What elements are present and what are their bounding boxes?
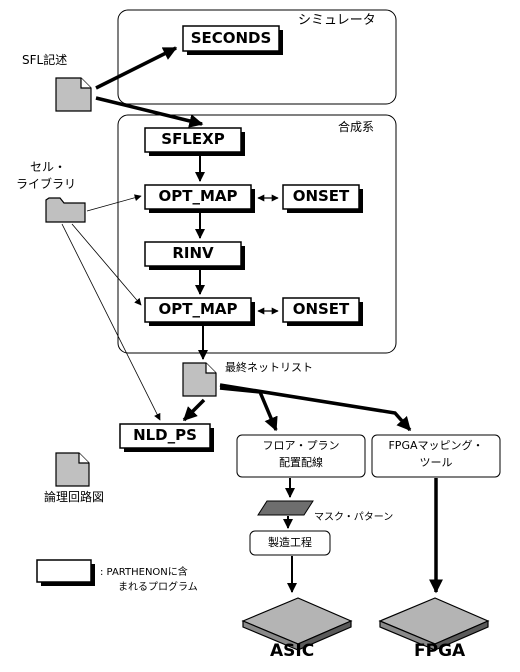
- seconds-box: [182, 25, 280, 52]
- logic-circuit-document-icon: [55, 452, 90, 487]
- fpga-mapping-label-line1: FPGAマッピング・: [388, 439, 484, 452]
- onset-1-box: [282, 184, 360, 210]
- asic-chip-icon: [241, 597, 353, 651]
- logic-circuit-label: 論理回路図: [44, 490, 105, 504]
- synthesis-group-frame: [117, 114, 397, 354]
- netlist-to-fpga-mapping-arrow: [219, 383, 412, 432]
- opt-map-1-label: OPT_MAP: [158, 187, 238, 205]
- sflexp-label: SFLEXP: [161, 130, 225, 148]
- asic-label: ASIC: [270, 641, 315, 661]
- cell-library-folder-icon: [45, 197, 86, 223]
- fpga-label: FPGA: [414, 641, 466, 661]
- final-netlist-label: 最終ネットリスト: [225, 361, 313, 374]
- library-to-nld-ps-arrow: [61, 223, 161, 421]
- legend-text-line1: : PARTHENONに含: [100, 567, 188, 578]
- floorplan-label-line1: フロア・プラン: [262, 439, 340, 452]
- cell-library-label-line1: セル・: [30, 160, 67, 174]
- fpga-mapping-box: [371, 434, 501, 478]
- netlist-document-icon: [182, 362, 217, 397]
- fpga-chip-icon: [378, 597, 490, 651]
- cell-library-label-line2: ライブラリ: [16, 177, 77, 191]
- sflexp-box: [144, 127, 242, 153]
- sfl-to-sflexp-arrow: [95, 96, 204, 128]
- synthesis-group-label: 合成系: [338, 120, 375, 134]
- manufacturing-box: [249, 530, 331, 556]
- opt-map-2-box: [144, 297, 252, 323]
- rinv-label: RINV: [172, 244, 214, 262]
- rinv-box: [144, 241, 242, 267]
- legend-box: [36, 559, 92, 583]
- netlist-to-nld-ps-arrow: [182, 398, 206, 422]
- library-to-opt-map-2-arrow: [71, 223, 142, 306]
- sfl-to-seconds-arrow: [95, 46, 178, 90]
- manufacturing-label: 製造工程: [268, 536, 312, 549]
- simulator-group-label: シミュレータ: [298, 13, 376, 28]
- fpga-mapping-label-line2: ツール: [419, 456, 453, 469]
- library-to-opt-map-1-arrow: [86, 194, 142, 212]
- floorplan-label-line2: 配置配線: [279, 456, 323, 469]
- floorplan-box: [236, 434, 366, 478]
- mask-pattern-label: マスク・パターン: [314, 512, 394, 523]
- nld-ps-box: [119, 423, 211, 449]
- nld-ps-label: NLD_PS: [133, 426, 197, 444]
- legend-text-line2: まれるプログラム: [118, 582, 198, 593]
- opt-map-2-label: OPT_MAP: [158, 300, 238, 318]
- onset-2-label: ONSET: [292, 300, 350, 318]
- onset-1-label: ONSET: [292, 187, 350, 205]
- mask-pattern-icon: [257, 500, 314, 516]
- opt-map-1-box: [144, 184, 252, 210]
- seconds-label: SECONDS: [190, 29, 272, 47]
- simulator-group-frame: [117, 9, 397, 105]
- onset-2-box: [282, 297, 360, 323]
- sfl-description-label: SFL記述: [22, 53, 68, 67]
